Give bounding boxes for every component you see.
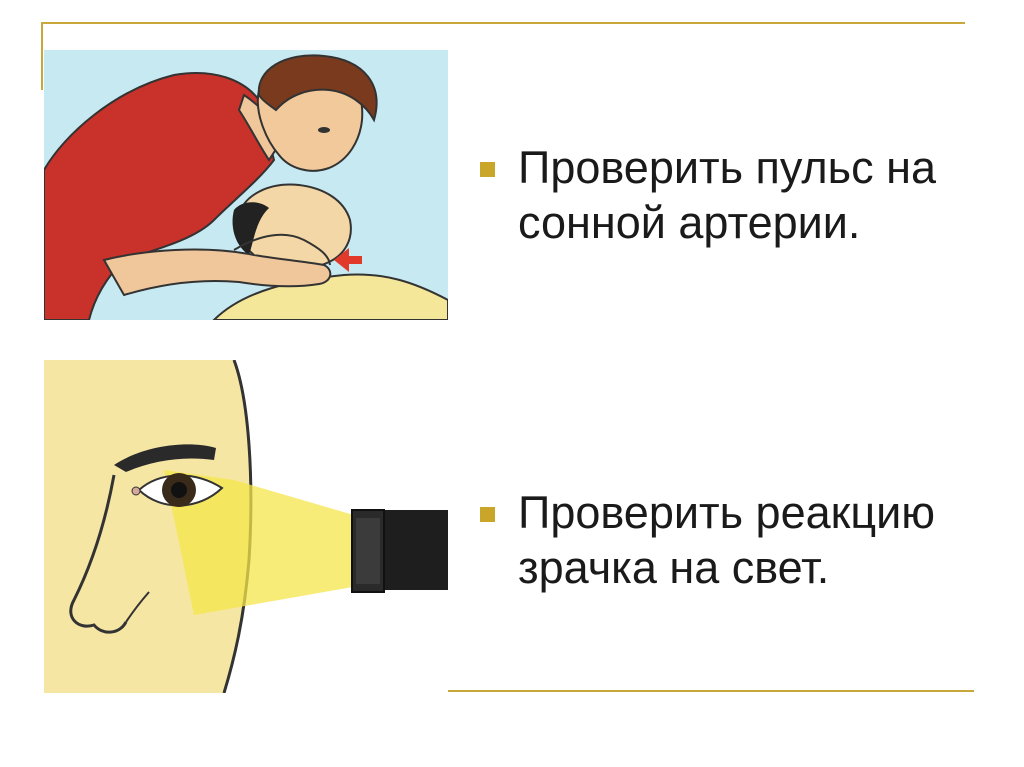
bullet-text-line: сонной артерии.: [518, 197, 861, 248]
bullet-text-line: зрачка на свет.: [518, 542, 830, 593]
bottom-rule: [447, 690, 974, 692]
top-rule: [41, 22, 965, 24]
pupil-check-illustration: [44, 360, 448, 693]
pulse-check-illustration: [44, 50, 448, 320]
bullet-text-line: Проверить пульс на: [518, 142, 937, 193]
top-left-rule: [41, 22, 43, 90]
bullet-list: Проверить пульс на сонной артерии. Прове…: [480, 0, 1000, 767]
bullet-text: Проверить пульс на сонной артерии.: [518, 140, 998, 250]
bullet-marker: [480, 507, 495, 522]
bullet-marker: [480, 162, 495, 177]
bullet-text-line: Проверить реакцию: [518, 487, 935, 538]
bullet-text: Проверить реакцию зрачка на свет.: [518, 485, 998, 595]
